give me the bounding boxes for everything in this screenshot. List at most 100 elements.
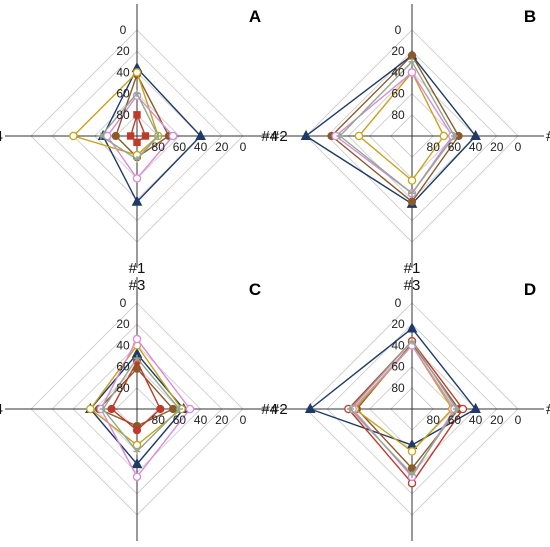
axis-title-4: #4 [0,128,3,145]
data-point-s4-axis2 [141,132,150,140]
data-point-s6-axis2 [175,405,183,413]
data-point-s6-axis3 [408,471,416,479]
axis-title-2: #2 [546,401,550,418]
data-point-s6-axis2 [453,405,461,413]
tick-label-axis1: 80 [116,381,130,395]
tick-label-axis1: 40 [391,65,405,79]
data-point-s3-axis3 [407,176,417,185]
tick-label-axis2: 0 [515,140,522,154]
data-point-s1-axis1 [406,322,418,333]
data-point-s1-axis2 [470,129,481,140]
data-point-s2-axis2 [168,404,178,414]
tick-label-axis1: 60 [116,360,130,374]
tick-label-axis1: 40 [116,338,130,352]
tick-label-axis2: 80 [427,140,441,154]
tick-label-axis2: 60 [448,140,462,154]
tick-label-axis2: 80 [427,413,441,427]
tick-label-axis2: 40 [469,413,483,427]
data-point-s1-axis3 [131,195,143,206]
data-point-s5-axis1 [132,334,142,344]
data-point-s1-axis2 [195,129,206,140]
data-point-s3-axis4 [354,131,364,141]
data-point-s1-axis4 [304,402,316,413]
tick-label-axis2: 40 [469,140,483,154]
data-point-s4-axis3 [132,426,142,435]
data-point-s6-axis1 [133,90,141,98]
tick-label-axis2: 0 [515,413,522,427]
data-point-s6-axis4 [99,405,107,413]
data-point-s5-axis3 [132,174,142,183]
axis-title-2: #2 [271,128,288,145]
data-point-s5-axis4 [336,132,344,140]
data-point-s6-axis3 [133,447,141,455]
tick-label-axis1: 0 [395,23,402,37]
tick-label-axis1: 80 [391,108,405,122]
data-point-s5-axis3 [408,189,416,197]
panel-letter: C [249,280,261,299]
data-point-s6-axis2 [154,132,162,140]
tick-label-axis1: 0 [120,296,127,310]
data-point-s5-axis2 [185,404,195,414]
tick-label-axis2: 0 [240,413,247,427]
tick-label-axis1: 20 [116,317,130,331]
data-point-s2-axis1 [407,51,417,60]
tick-label-axis1: 80 [116,108,130,122]
axis-title-2: #2 [271,401,288,418]
tick-label-axis1: 20 [116,44,130,58]
data-point-s2-axis3 [407,197,417,206]
data-point-s2-axis4 [111,131,120,141]
data-point-s4-axis1 [133,111,141,119]
axis-title-1: #1 [404,0,421,4]
tick-label-axis2: 60 [448,413,462,427]
data-point-s5-axis3 [132,472,142,482]
panel-letter: D [524,280,536,299]
data-point-s6-axis1 [133,354,141,362]
tick-label-axis1: 40 [391,338,405,352]
tick-label-axis2: 80 [152,413,166,427]
data-point-s4-axis2 [458,404,468,414]
tick-label-axis1: 20 [391,317,405,331]
tick-label-axis1: 0 [395,296,402,310]
data-point-s4-axis4 [107,404,116,414]
panel-letter: B [524,7,536,26]
data-point-s3-axis3 [407,447,417,456]
data-point-s6-axis1 [408,337,416,345]
tick-label-axis2: 20 [215,140,229,154]
panel-letter: A [249,7,261,26]
data-point-s5-axis1 [408,58,416,66]
tick-label-axis1: 40 [116,65,130,79]
data-point-s3-axis1 [132,68,142,77]
data-point-s6-axis4 [347,405,355,413]
axis-title-1: #1 [404,260,421,277]
axis-title-4: #4 [261,128,278,145]
tick-label-axis2: 40 [194,413,208,427]
tick-label-axis2: 0 [240,140,247,154]
tick-label-axis2: 60 [173,140,187,154]
data-point-s4-axis3 [133,138,141,147]
data-point-s3-axis2 [439,131,449,141]
tick-label-axis2: 40 [194,140,208,154]
data-point-s3-axis4 [69,131,78,141]
tick-label-axis1: 60 [116,87,130,101]
data-point-s3-axis4 [86,404,95,414]
axis-title-2: #2 [546,128,550,145]
tick-label-axis1: 60 [391,87,405,101]
data-point-s6-axis4 [97,132,105,140]
tick-label-axis2: 20 [490,140,504,154]
data-point-s1-axis4 [300,129,312,140]
data-point-s5-axis2 [450,132,458,140]
series-line-2 [356,342,460,470]
tick-label-axis2: 80 [152,140,166,154]
data-point-s4-axis4 [126,132,135,140]
data-point-s1-axis2 [470,402,481,413]
axis-title-4: #4 [0,401,3,418]
tick-label-axis2: 20 [490,413,504,427]
tick-label-axis1: 20 [391,44,405,58]
axis-title-4: #4 [261,401,278,418]
tick-label-axis2: 20 [215,413,229,427]
